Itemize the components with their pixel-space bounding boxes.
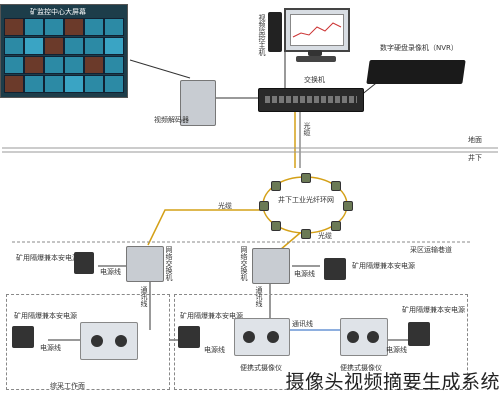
comm-line2-label: 通讯线: [255, 286, 263, 307]
video-wall-cell: [64, 18, 84, 36]
ring-node-icon: [330, 181, 341, 192]
video-wall-cell: [24, 56, 44, 74]
ring-node-icon: [301, 173, 311, 183]
nvr-device: [366, 60, 466, 84]
video-wall-cell: [84, 18, 104, 36]
left-psu-top: [74, 252, 94, 274]
right-switch-label: 网络交换机: [240, 246, 248, 281]
video-wall-cell: [4, 56, 24, 74]
right-camera-2: [340, 318, 388, 356]
left-psu-bottom: [12, 326, 34, 348]
video-decoder: [180, 80, 216, 126]
bottom-left-label: 综采工作面: [50, 382, 85, 390]
nvr-label: 数字硬盘录像机（NVR）: [380, 44, 458, 52]
pc-tower: [268, 12, 282, 52]
video-wall-cell: [44, 75, 64, 93]
ring-node-icon: [301, 229, 311, 239]
fiber-left-label: 光缆: [218, 202, 232, 210]
fiber-top-label: 光缆: [303, 122, 311, 136]
fiber-right-label: 光缆: [318, 232, 332, 240]
right-network-switch: [252, 248, 290, 284]
right-camera-1: [234, 318, 290, 356]
left-network-switch: [126, 246, 164, 282]
decoder-label: 视频解码器: [154, 116, 189, 124]
video-wall-cell: [64, 75, 84, 93]
cam-l2-label: 矿用隔爆兼本安电源: [14, 312, 77, 320]
video-wall-cell: [24, 75, 44, 93]
keyboard: [296, 56, 336, 62]
cam-r1-label: 矿用隔爆兼本安电源: [352, 262, 415, 270]
left-working-face: [6, 294, 170, 390]
video-wall-cell: [4, 18, 24, 36]
psu-line2-label: 电源线: [294, 270, 315, 278]
video-wall-label: 矿监控中心大屏幕: [30, 8, 86, 16]
video-wall-cell: [24, 18, 44, 36]
underground-label: 井下: [468, 154, 482, 162]
comm-line-label: 通讯线: [292, 320, 313, 328]
video-wall-cell: [64, 37, 84, 55]
right-working-face: [174, 294, 468, 390]
video-wall-cell: [44, 18, 64, 36]
host-monitor: [284, 8, 350, 52]
video-wall-cell: [64, 56, 84, 74]
video-wall-cell: [4, 37, 24, 55]
comm-line3-label: 通讯线: [140, 286, 148, 307]
psu-line5-label: 电源线: [386, 346, 407, 354]
ring-node-icon: [271, 220, 282, 231]
switch-label: 交换机: [304, 76, 325, 84]
left-camera: [80, 322, 138, 360]
ground-label: 地面: [468, 136, 482, 144]
video-wall-cell: [4, 75, 24, 93]
psu-line-label: 电源线: [100, 268, 121, 276]
cam-l1-label: 矿用隔爆兼本安电源: [16, 254, 79, 262]
monitor-stand: [308, 50, 322, 56]
psu-line4-label: 电源线: [204, 346, 225, 354]
network-switch: [258, 88, 364, 112]
bottom-r2-label: 便携式摄像仪: [340, 364, 382, 372]
video-wall-cell: [104, 75, 124, 93]
left-switch-label: 网络交换机: [165, 246, 173, 281]
roadway-label: 采区运输巷道: [410, 246, 452, 254]
right-psu-top: [324, 258, 346, 280]
video-wall-cell: [104, 37, 124, 55]
ring-node-icon: [259, 201, 269, 211]
video-wall-cell: [84, 37, 104, 55]
video-wall-cell: [44, 56, 64, 74]
ring-label: 井下工业光纤环网: [278, 196, 334, 204]
cam-r3-label: 矿用隔爆兼本安电源: [402, 306, 465, 314]
right-psu-bottom: [178, 326, 200, 348]
ring-node-icon: [271, 181, 282, 192]
footer-title: 摄像头视频摘要生成系统: [285, 371, 500, 393]
video-wall-cell: [84, 56, 104, 74]
video-wall-cell: [104, 18, 124, 36]
psu-line3-label: 电源线: [40, 344, 61, 352]
video-wall-cell: [84, 75, 104, 93]
host-label: 视频监控主机: [258, 14, 266, 56]
bottom-r1-label: 便携式摄像仪: [240, 364, 282, 372]
video-wall-cell: [24, 37, 44, 55]
ring-node-icon: [343, 201, 353, 211]
cam-r2-label: 矿用隔爆兼本安电源: [180, 312, 243, 320]
video-wall-cell: [44, 37, 64, 55]
video-wall-cell: [104, 56, 124, 74]
ring-node-icon: [330, 220, 341, 231]
right-psu-bottom-2: [408, 322, 430, 346]
